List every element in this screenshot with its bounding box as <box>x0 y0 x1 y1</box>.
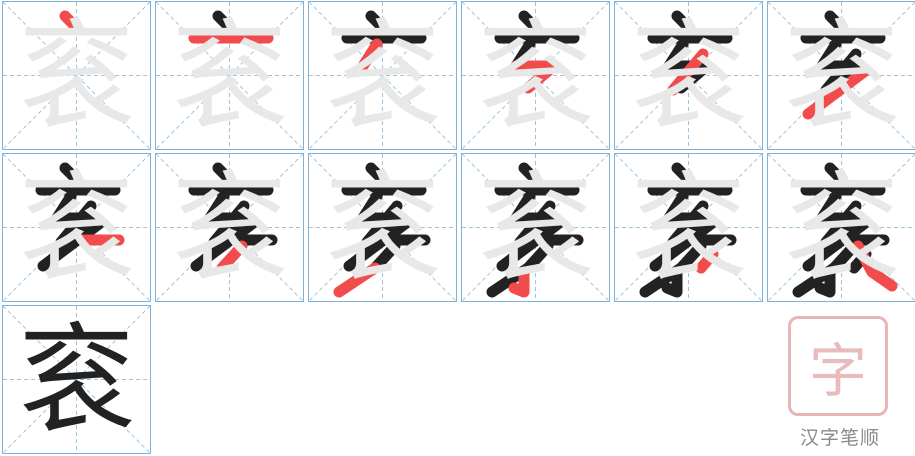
stroke-step-2: 衮 <box>155 1 304 150</box>
stroke-canvas <box>768 2 915 149</box>
current-stroke <box>508 266 530 298</box>
ghost-character: 衮 <box>17 6 136 145</box>
written-stroke <box>212 162 236 186</box>
stroke-step-10: 衮 <box>461 153 610 302</box>
written-stroke <box>514 200 556 248</box>
written-stroke <box>518 162 542 186</box>
written-stroke <box>824 10 848 34</box>
ghost-character: 衮 <box>323 158 442 297</box>
written-stroke <box>190 218 258 272</box>
stroke-canvas <box>768 154 915 301</box>
written-stroke <box>816 212 866 246</box>
written-stroke <box>51 212 101 246</box>
written-stroke <box>496 218 564 272</box>
stroke-canvas <box>309 154 456 301</box>
written-stroke <box>361 200 403 248</box>
stroke-step-13: 衮 <box>2 305 151 454</box>
written-stroke <box>802 218 870 272</box>
stroke-step-12: 衮 <box>767 153 915 302</box>
ghost-character: 衮 <box>170 6 289 145</box>
current-stroke <box>695 248 719 274</box>
stroke-canvas <box>3 306 150 453</box>
stroke-canvas <box>309 2 456 149</box>
written-stroke <box>649 218 717 272</box>
ghost-character: 衮 <box>629 6 748 145</box>
written-stroke <box>208 200 250 248</box>
ghost-character: 衮 <box>629 158 748 297</box>
stroke-step-8: 衮 <box>155 153 304 302</box>
written-stroke <box>365 10 389 34</box>
stroke-canvas <box>615 154 762 301</box>
written-stroke <box>814 266 836 298</box>
stroke-canvas <box>156 154 303 301</box>
ghost-character: 衮 <box>323 6 442 145</box>
written-stroke <box>343 218 411 272</box>
written-stroke <box>824 162 848 186</box>
stamp-logo: 字 <box>788 316 888 416</box>
stroke-canvas <box>3 2 150 149</box>
written-stroke <box>204 212 254 246</box>
written-stroke <box>663 212 713 246</box>
stroke-step-7: 衮 <box>2 153 151 302</box>
written-stroke <box>820 200 862 248</box>
current-stroke <box>216 240 248 274</box>
stamp-logo-icon: 字 <box>808 337 867 405</box>
stroke-canvas <box>156 2 303 149</box>
stroke-step-9: 衮 <box>308 153 457 302</box>
stroke-canvas <box>615 2 762 149</box>
ghost-character: 衮 <box>17 158 136 297</box>
current-stroke <box>357 38 383 72</box>
current-stroke <box>59 10 83 34</box>
stroke-canvas <box>3 154 150 301</box>
stroke-step-1: 衮 <box>2 1 151 150</box>
stroke-canvas <box>462 2 609 149</box>
written-stroke <box>55 200 97 248</box>
current-stroke <box>802 66 870 120</box>
stroke-step-3: 衮 <box>308 1 457 150</box>
written-stroke <box>357 212 407 246</box>
current-stroke <box>852 240 898 292</box>
ghost-character: 衮 <box>782 158 901 297</box>
ghost-character: 衮 <box>170 158 289 297</box>
written-stroke <box>816 60 866 94</box>
current-stroke <box>333 262 381 298</box>
written-stroke <box>671 162 695 186</box>
written-stroke <box>661 266 683 298</box>
ghost-character: 衮 <box>476 6 595 145</box>
written-stroke <box>212 10 236 34</box>
completed-character: 衮 <box>17 310 136 449</box>
written-stroke <box>667 200 709 248</box>
written-stroke <box>671 10 695 34</box>
stroke-step-5: 衮 <box>614 1 763 150</box>
written-stroke <box>663 60 713 94</box>
ghost-character: 衮 <box>782 6 901 145</box>
written-stroke <box>37 218 105 272</box>
written-stroke <box>518 10 542 34</box>
current-stroke <box>510 60 560 94</box>
ghost-character: 衮 <box>476 158 595 297</box>
written-stroke <box>59 162 83 186</box>
brand-name: 汉字笔顺 <box>799 427 880 449</box>
stroke-step-4: 衮 <box>461 1 610 150</box>
stroke-canvas <box>462 154 609 301</box>
written-stroke <box>510 212 560 246</box>
stroke-step-6: 衮 <box>767 1 915 150</box>
current-stroke <box>667 48 709 96</box>
written-stroke <box>365 162 389 186</box>
written-stroke <box>820 48 862 96</box>
stroke-step-11: 衮 <box>614 153 763 302</box>
